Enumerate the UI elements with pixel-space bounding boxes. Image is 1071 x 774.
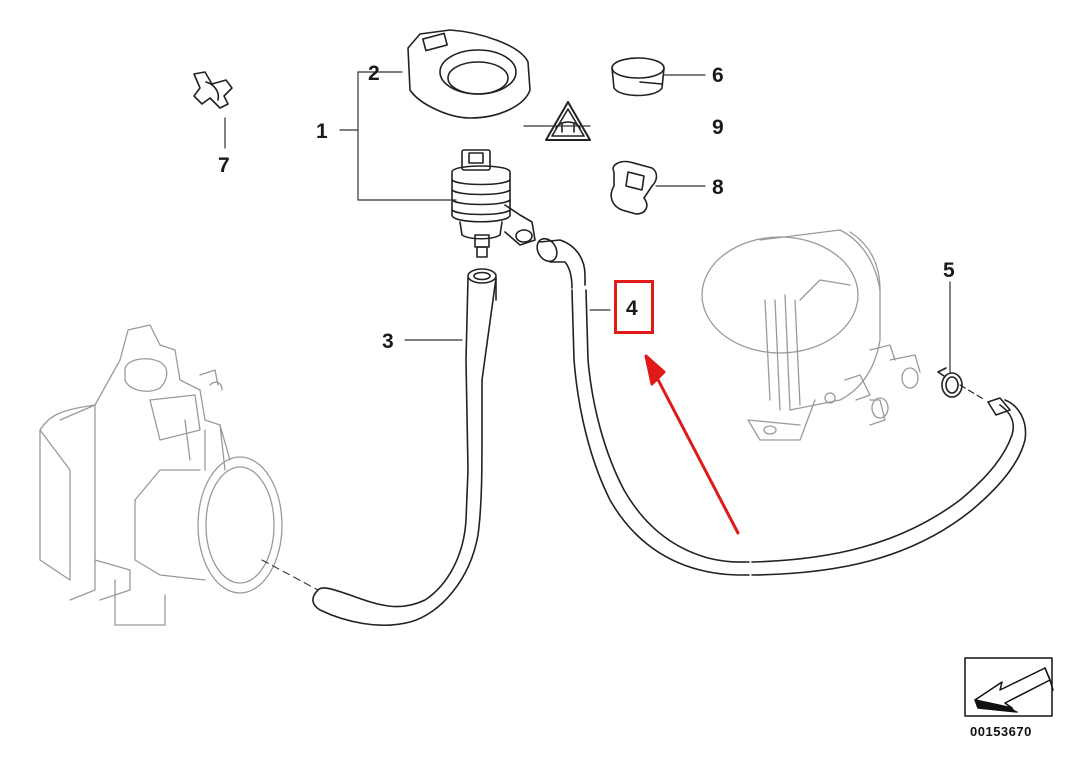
collar-2 (407, 29, 531, 119)
label-9 (545, 101, 591, 141)
cap-6 (611, 57, 665, 97)
highlight-box-4 (614, 280, 654, 334)
clip-8 (610, 160, 658, 215)
callout-1: 1 (316, 120, 328, 143)
callout-6: 6 (712, 64, 724, 87)
leader-1-bracket (357, 71, 457, 201)
leader-lines (224, 71, 951, 373)
callout-5: 5 (943, 259, 955, 282)
hose-4 (536, 237, 1027, 576)
callout-3: 3 (382, 330, 394, 353)
callout-7: 7 (218, 154, 230, 177)
diagram-code: 00153670 (970, 724, 1032, 739)
hose-3 (312, 268, 497, 627)
clip-7 (193, 71, 233, 109)
pump-1 (451, 149, 536, 258)
callout-4: 4 (626, 297, 638, 320)
callout-9: 9 (712, 116, 724, 139)
orientation-arrow-icon (964, 657, 1054, 717)
charcoal-canister (701, 229, 921, 441)
highlight-arrow (644, 354, 740, 535)
callout-2: 2 (368, 62, 380, 85)
dash-line-clamp (959, 384, 986, 401)
dash-line-throttle (261, 559, 319, 591)
clamp-5 (937, 367, 963, 398)
throttle-body (39, 324, 283, 626)
callout-8: 8 (712, 176, 724, 199)
